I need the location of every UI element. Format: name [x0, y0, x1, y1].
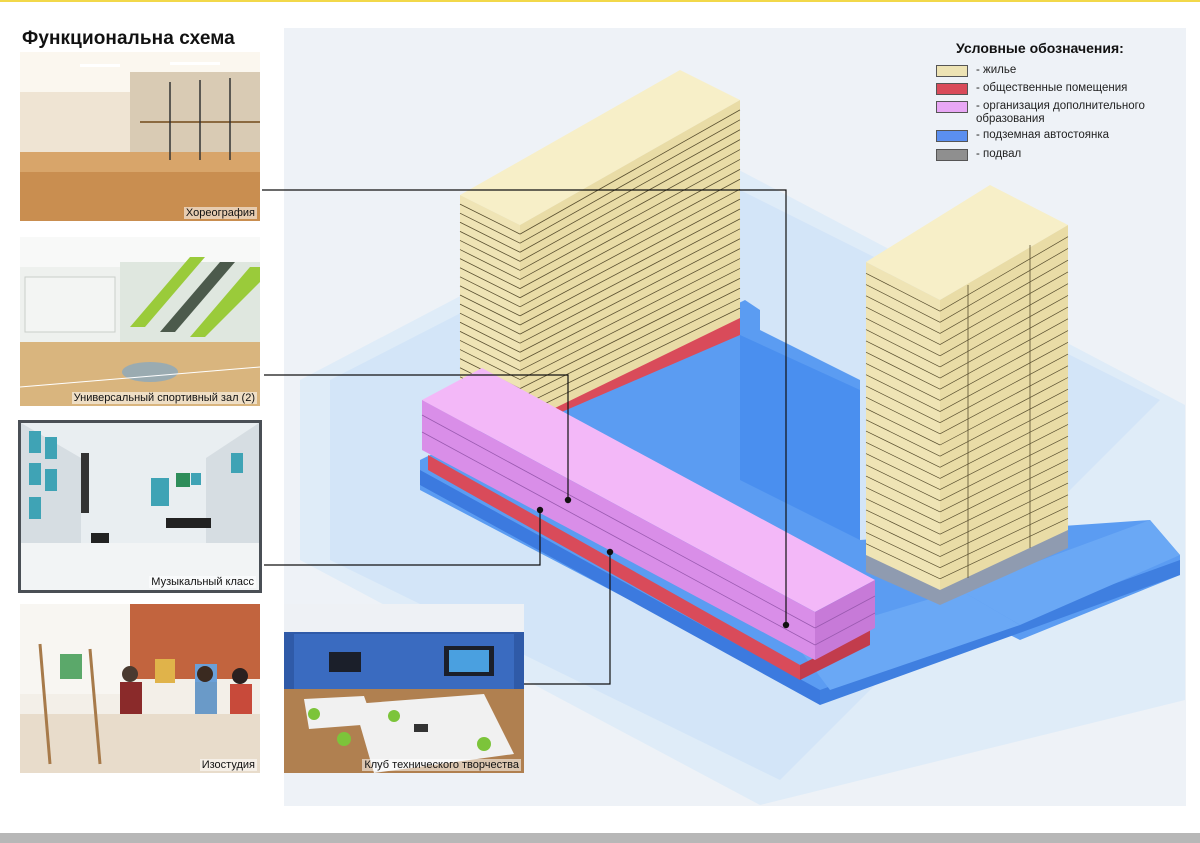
education-block — [421, 368, 876, 660]
underground-parking — [420, 300, 1180, 705]
legend-label-basement: - подвал — [976, 148, 1022, 160]
residential-tower-right — [865, 185, 1069, 590]
legend-swatch-public — [936, 83, 968, 95]
legend-label-public: - общественные помещения — [976, 82, 1128, 94]
legend-swatch-basement — [936, 149, 968, 161]
photo-music-class: Музыкальный класс — [18, 420, 262, 593]
legend-swatch-parking — [936, 130, 968, 142]
photo-choreography: Хореография — [20, 52, 260, 221]
caption-art-studio: Изостудия — [199, 759, 257, 771]
residential-tower-left — [459, 70, 741, 425]
legend-label-education: - организация дополнительного образовани… — [976, 100, 1145, 125]
caption-choreography: Хореография — [183, 207, 257, 219]
legend-label-parking: - подземная автостоянка — [976, 129, 1110, 141]
public-spaces — [428, 318, 870, 680]
basement — [866, 530, 1068, 605]
legend-title: Условные обозначения: — [956, 40, 1124, 56]
legend-label-housing: - жилье — [976, 64, 1017, 76]
bottom-bar — [0, 833, 1200, 843]
legend-swatch-housing — [936, 65, 968, 77]
photo-sport-hall: Универсальный спортивный зал (2) — [20, 237, 260, 406]
leader-dots — [536, 496, 790, 629]
photo-tech-club: Клуб технического творчества — [284, 604, 524, 773]
photo-art-studio: Изостудия — [20, 604, 260, 773]
leader-lines — [262, 189, 787, 685]
caption-music-class: Музыкальный класс — [149, 576, 256, 588]
legend-swatch-education — [936, 101, 968, 113]
top-accent-line — [0, 0, 1200, 2]
caption-tech-club: Клуб технического творчества — [362, 759, 521, 771]
caption-sport-hall: Универсальный спортивный зал (2) — [71, 392, 257, 404]
page-title: Функциональна схема — [22, 28, 235, 49]
